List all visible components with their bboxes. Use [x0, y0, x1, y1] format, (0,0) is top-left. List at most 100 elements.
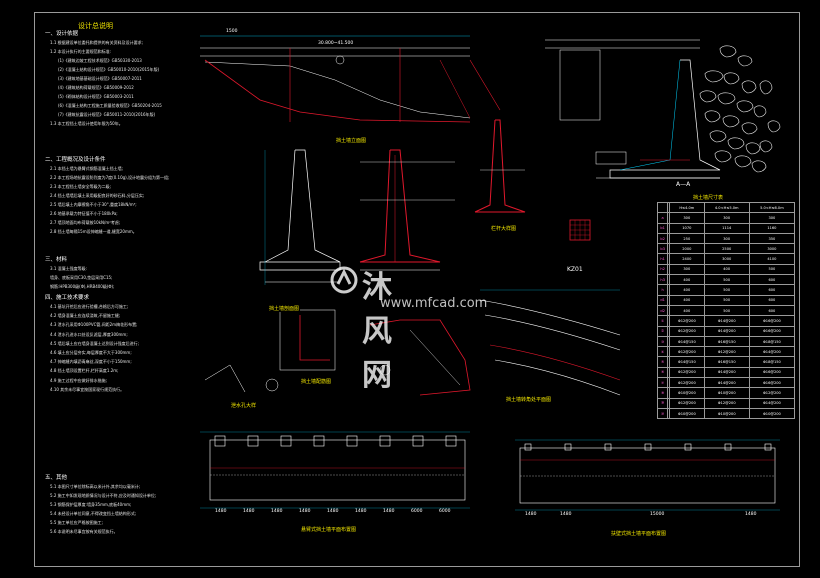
note-line: (1)《建筑边坡工程技术规范》GB50330-2013 [58, 58, 142, 63]
note-line: 5.1 本图尺寸单位除标高以米计外,其余均以毫米计; [50, 484, 141, 489]
table-cell: ③ [656, 335, 669, 348]
table-cell: 2500 [703, 243, 750, 255]
table-cell: 350 [748, 232, 796, 245]
note-line: 5.4 未经设计单位同意,不得改变挡土墙结构形式; [50, 511, 137, 516]
table-cell: 300 [703, 232, 750, 245]
note-line: 1.3 本工程挡土墙设计使用年限为50年。 [50, 121, 123, 126]
table-cell: ⑥ [656, 366, 669, 379]
table-cell: h3 [656, 274, 669, 286]
table-cell: 1070 [669, 222, 705, 234]
pilaster [214, 435, 226, 447]
note-line: 5.6 本说明未尽事宜按有关规范执行。 [50, 529, 118, 534]
table-cell: Φ14@200 [703, 315, 750, 327]
watermark-logo-icon [330, 266, 358, 294]
table-header: 4.0<H≤5.0m [703, 201, 750, 214]
pilaster [724, 443, 732, 451]
table-cell: Φ12@200 [669, 346, 705, 358]
table-cell: ② [656, 325, 669, 337]
dim-elev-top: 30.800~41.500 [318, 41, 354, 46]
note-line: 2.6 地基承载力特征值不小于180kPa; [50, 211, 118, 216]
note-line: 1.2 本设计执行的主要规范和标准: [50, 49, 111, 54]
table-cell: 600 [748, 294, 796, 306]
note-line: 4.1 基坑开挖后应进行验槽,合格后方可施工; [50, 304, 129, 309]
watermark-url: www.mfcad.com [380, 296, 488, 311]
pilaster [346, 435, 358, 447]
pilaster [412, 435, 424, 447]
note-line: (4)《建筑结构荷载规范》GB50009-2012 [58, 85, 134, 90]
table-cell: 400 [669, 304, 705, 317]
label-curve-plan: 挡土墙转角处平面图 [505, 397, 553, 403]
plan-left [200, 431, 470, 509]
note-line: 2.7 墙顶地面均布荷载按10kN/m²考虑; [50, 220, 121, 225]
note-line: 4.9 施工过程中应做好排水措施; [50, 377, 107, 383]
plan-left-dim: 6000 [411, 509, 423, 514]
table-cell: b2 [656, 232, 669, 245]
label-column: KZ01 [567, 266, 583, 273]
table-cell: 3000 [748, 243, 796, 255]
table-cell: a [656, 212, 669, 224]
table-cell: Φ12@200 [748, 387, 796, 399]
note-line: 2.2 本工程场地抗震设防烈度为7度(0.10g),设计地震分组为第一组; [50, 175, 170, 180]
note-line: 钢筋:HPB300级(Φ),HRB400级(Φ); [50, 284, 115, 289]
pilaster [764, 443, 772, 451]
label-plan-right: 扶壁式挡土墙平面布置图 [610, 531, 668, 537]
section-heading: 五、其他 [45, 475, 68, 481]
table-cell: h [656, 284, 669, 296]
section-heading: 四、施工技术要求 [45, 295, 90, 301]
table-cell: Φ16@200 [748, 325, 796, 337]
table-cell: h2 [656, 263, 669, 276]
table-cell: Φ14@150 [669, 356, 705, 368]
table-cell: d2 [656, 304, 669, 317]
label-aa: A—A [676, 181, 691, 188]
table-cell: b3 [656, 243, 669, 255]
note-line: 1.1 根据建设单位委托和提供的有关资料及设计要求; [50, 40, 143, 45]
table-cell: 500 [703, 284, 750, 296]
table-cell: 300 [748, 212, 796, 224]
table-cell: ⑦ [656, 377, 669, 389]
table-cell: ⑤ [656, 356, 669, 368]
rebar-section-center [359, 149, 455, 271]
table-cell: 4100 [748, 253, 796, 265]
table-cell: Φ18@150 [748, 356, 796, 368]
plan-right-dim: 1480 [560, 512, 572, 517]
pilaster [604, 443, 612, 451]
drain-details [204, 309, 471, 396]
plan-right-dim: 1480 [525, 512, 537, 517]
table-cell: Φ12@200 [669, 397, 705, 409]
table-header [656, 201, 669, 214]
note-line: 5.3 钢筋保护层厚度:墙身35mm,底板40mm; [50, 502, 132, 507]
pilaster [644, 443, 652, 451]
table-cell: Φ10@200 [669, 407, 705, 420]
table-cell: 250 [669, 232, 705, 245]
table-cell: Φ12@200 [669, 325, 705, 337]
table-cell: Φ16@200 [748, 366, 796, 379]
label-drain-detail: 泄水孔大样 [230, 403, 258, 409]
table-cell: 400 [669, 274, 705, 286]
table-header: 5.0<H≤6.0m [748, 201, 796, 214]
table-cell: Φ12@200 [669, 366, 705, 379]
pilaster [247, 435, 259, 447]
pilaster [684, 443, 692, 451]
note-line: 2.4 挡土墙墙后填土采用级配良好的砂石料,分层压实; [50, 193, 145, 198]
note-line: 2.5 墙后填土内摩擦角不小于30°,重度18kN/m³; [50, 202, 137, 207]
table-cell: Φ14@200 [703, 366, 750, 379]
sheet-frame [34, 12, 800, 567]
plan-left-dim: 6000 [439, 509, 451, 514]
section-heading: 三、材料 [45, 257, 68, 263]
table-cell: ① [656, 315, 669, 327]
table-cell: Φ16@200 [748, 377, 796, 389]
note-line: 2.1 本挡土墙为悬臂式钢筋混凝土挡土墙; [50, 166, 123, 171]
table-cell: Φ14@200 [748, 346, 796, 358]
pilaster [524, 443, 532, 451]
table-cell: 500 [748, 263, 796, 276]
